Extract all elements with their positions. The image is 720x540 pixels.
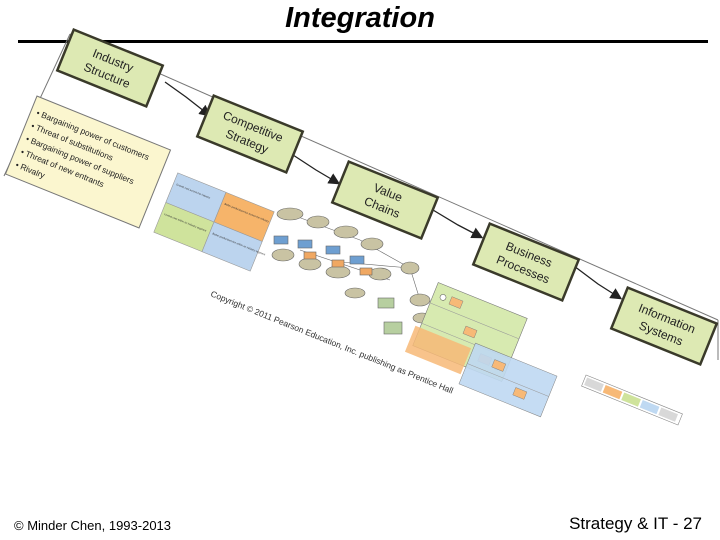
stage-connectors xyxy=(164,81,623,300)
arrow-business-to-is xyxy=(573,265,623,300)
stage-box-information-systems: Information Systems xyxy=(609,285,719,367)
is-strip-thumbnail xyxy=(581,374,683,426)
stage-box-competitive-strategy: Competitive Strategy xyxy=(195,93,305,175)
arrow-strategy-to-value xyxy=(289,152,341,185)
stage-box-value-chains: Value Chains xyxy=(330,159,440,241)
stage-box-industry-structure: Industry Structure xyxy=(55,27,165,109)
five-forces-box: • Bargaining power of customers • Threat… xyxy=(4,95,172,229)
bpmn-thumbnail xyxy=(404,282,558,418)
footer-page-label: Strategy & IT - 27 xyxy=(569,514,702,533)
title-underline xyxy=(18,40,708,43)
stage-box-business-processes: Business Processes xyxy=(471,221,581,303)
strategy-grid: Growth cost across the industry Better p… xyxy=(153,172,275,272)
footer-copyright: © Minder Chen, 1993-2013 xyxy=(14,518,172,533)
slide-title: Integration xyxy=(285,2,435,34)
arrow-value-to-business xyxy=(432,209,484,239)
arrow-industry-to-strategy xyxy=(164,81,212,117)
